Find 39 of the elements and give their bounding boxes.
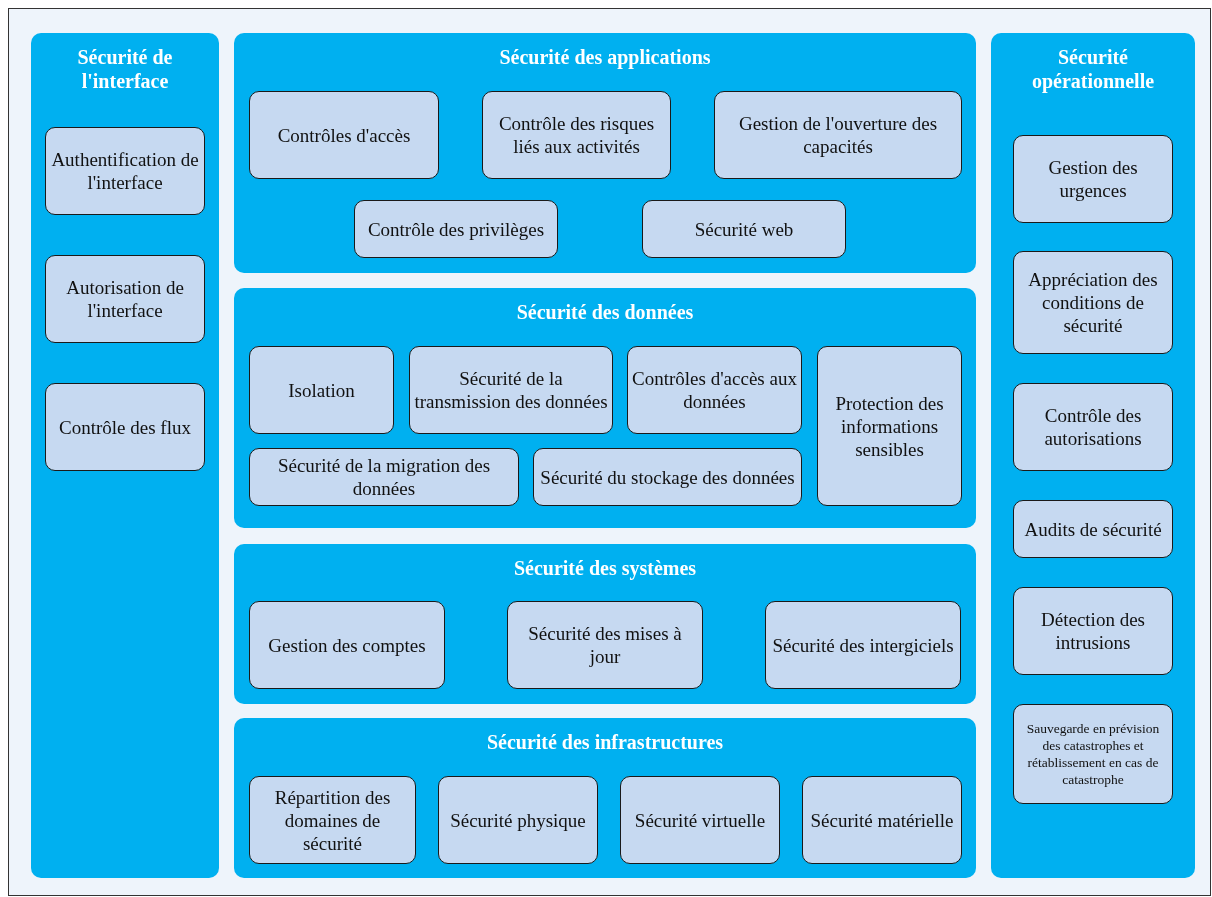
component-box: Gestion des comptes	[249, 601, 445, 689]
component-box: Audits de sécurité	[1013, 500, 1173, 558]
component-box: Sécurité web	[642, 200, 846, 258]
component-box: Détection des intrusions	[1013, 587, 1173, 675]
section-title: Sécurité opérationnelle	[1030, 45, 1156, 93]
component-box: Sécurité de la transmission des données	[409, 346, 613, 434]
component-box: Gestion de l'ouverture des capacités	[714, 91, 962, 179]
component-box: Appréciation des conditions de sécurité	[1013, 251, 1173, 354]
component-box: Protection des informations sensibles	[817, 346, 962, 506]
component-box: Sécurité virtuelle	[620, 776, 780, 864]
component-box: Sécurité des mises à jour	[507, 601, 703, 689]
component-box: Gestion des urgences	[1013, 135, 1173, 223]
section-title: Sécurité des applications	[498, 45, 712, 69]
section-panel	[234, 718, 976, 878]
component-box: Isolation	[249, 346, 394, 434]
section-title: Sécurité des données	[515, 300, 695, 324]
section-panel	[31, 33, 219, 878]
component-box: Contrôles d'accès aux données	[627, 346, 802, 434]
section-title: Sécurité de l'interface	[76, 45, 174, 93]
component-box: Sécurité du stockage des données	[533, 448, 802, 506]
component-box: Contrôle des flux	[45, 383, 205, 471]
component-box: Authentification de l'interface	[45, 127, 205, 215]
section-title: Sécurité des systèmes	[512, 556, 698, 580]
section-panel	[234, 288, 976, 528]
section-panel	[234, 33, 976, 273]
section-title: Sécurité des infrastructures	[485, 730, 725, 754]
component-box: Sécurité de la migration des données	[249, 448, 519, 506]
component-box: Répartition des domaines de sécurité	[249, 776, 416, 864]
component-box: Contrôle des risques liés aux activités	[482, 91, 671, 179]
component-box: Contrôle des privilèges	[354, 200, 558, 258]
component-box: Contrôles d'accès	[249, 91, 439, 179]
component-box: Sécurité des intergiciels	[765, 601, 961, 689]
section-panel	[991, 33, 1195, 878]
component-box: Sécurité physique	[438, 776, 598, 864]
component-box: Contrôle des autorisations	[1013, 383, 1173, 471]
component-box: Sauvegarde en prévision des catastrophes et rétablissement en cas de catastrophe	[1013, 704, 1173, 804]
component-box: Sécurité matérielle	[802, 776, 962, 864]
section-panel	[234, 544, 976, 704]
component-box: Autorisation de l'interface	[45, 255, 205, 343]
